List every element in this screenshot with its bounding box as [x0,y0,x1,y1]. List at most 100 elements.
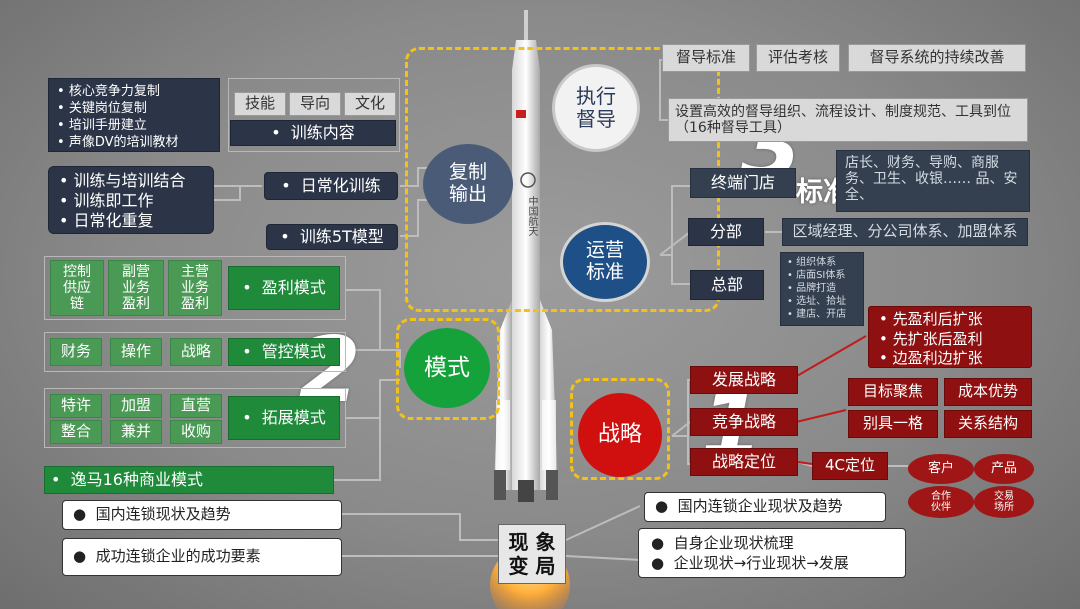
domestic-trend-right-label: 国内连锁企业现状及趋势 [677,497,843,516]
mode-circle[interactable]: 模式 [404,328,490,408]
center-title-line2: 变 局 [508,554,556,578]
center-title-line1: 现 象 [508,530,556,554]
core-item: 关键岗位复制 [57,101,211,118]
ops-standard-circle[interactable]: 运营 标准 [560,222,650,302]
expand-cell: 整合 [50,420,102,444]
daily-training[interactable]: • 日常化训练 [264,172,398,200]
dev-item: 边盈利边扩张 [879,349,1021,369]
mode-frame [396,318,500,420]
branch[interactable]: 分部 [688,218,764,246]
terminal-detail: 店长、财务、导购、商服务、卫生、收银…… 品、安全、 [836,150,1030,212]
dev-item: 先扩张后盈利 [879,330,1021,350]
branch-detail: 区域经理、分公司体系、加盟体系 [782,218,1028,246]
dev-strategy-list: 先盈利后扩张 先扩张后盈利 边盈利边扩张 [868,306,1032,368]
control-cell: 战略 [170,338,222,366]
daily-item: 日常化重复 [59,211,203,231]
control-cell: 财务 [50,338,102,366]
headquarters[interactable]: 总部 [690,270,764,300]
bullet-dot: ● [73,547,96,566]
domestic-trend-right[interactable]: ● 国内连锁企业现状及趋势 [644,492,886,522]
terminal-detail-text2: 品、安全、 [845,171,1018,204]
daily-item: 训练即工作 [59,191,203,211]
expand-cell: 兼并 [110,420,162,444]
strategy-frame [570,378,670,480]
bullet-dot: • [51,469,71,489]
c4-partner: 合作 伙伴 [908,486,974,518]
expand-cell: 直营 [170,394,222,418]
bullet-dot: ● [651,554,674,573]
expand-model[interactable]: • 拓展模式 [228,396,340,440]
profit-cell: 副营 业务 盈利 [108,260,164,316]
bullet-dot: • [242,341,262,361]
tab-orientation[interactable]: 导向 [289,92,341,116]
model-5t[interactable]: • 训练5T模型 [266,224,398,250]
daily-item: 训练与培训结合 [59,171,203,191]
dev-item: 先盈利后扩张 [879,310,1021,330]
yima-modes[interactable]: • 逸马16种商业模式 [44,466,334,494]
bullet-dot: • [242,407,262,427]
core-item: 核心竞争力复制 [57,84,211,101]
success-factors-label: 成功连锁企业的成功要素 [95,547,261,566]
bullet-dot: • [280,226,300,246]
compete-cell[interactable]: 关系结构 [944,410,1032,438]
supervise-circle[interactable]: 执行 督导 [552,64,640,152]
control-model-label: 管控模式 [261,341,326,361]
copy-output-circle[interactable]: 复制 输出 [423,144,513,224]
self-review[interactable]: ● 自身企业现状梳理 ● 企业现状→行业现状→发展 [638,528,906,578]
compete-strategy[interactable]: 竞争战略 [690,408,798,436]
core-copy-list: 核心竞争力复制 关键岗位复制 培训手册建立 声像DV的培训教材 [48,78,220,152]
profit-cell: 控制 供应 链 [50,260,104,316]
training-content-frame [228,78,400,152]
self-review-label2: 企业现状→行业现状→发展 [673,554,849,573]
control-cell: 操作 [110,338,162,366]
core-item: 声像DV的培训教材 [57,135,211,152]
supervise-improve[interactable]: 督导系统的持续改善 [848,44,1026,72]
bullet-dot: ● [73,505,96,524]
bullet-dot: ● [655,497,678,516]
core-item: 培训手册建立 [57,118,211,135]
profit-model-label: 盈利模式 [261,277,326,297]
yima-label: 逸马16种商业模式 [70,469,203,489]
compete-cell[interactable]: 目标聚焦 [848,378,938,406]
model-5t-label: 训练5T模型 [299,226,384,246]
domestic-trend-left[interactable]: ● 国内连锁现状及趋势 [62,500,342,530]
profit-model[interactable]: • 盈利模式 [228,266,340,310]
c4-product: 产品 [974,454,1034,484]
tab-culture[interactable]: 文化 [344,92,396,116]
hq-item: 店面SI体系 [787,269,857,282]
evaluation[interactable]: 评估考核 [756,44,840,72]
success-factors[interactable]: ● 成功连锁企业的成功要素 [62,538,342,576]
c4-venue: 交易 场所 [974,486,1034,518]
c4-position[interactable]: 4C定位 [812,452,888,480]
control-model[interactable]: • 管控模式 [228,338,340,366]
center-title: 现 象 变 局 [498,524,566,584]
bullet-dot: ● [651,534,674,552]
self-review-line2: ● 企业现状→行业现状→发展 [651,553,893,573]
self-review-line1: ● 自身企业现状梳理 [651,533,893,553]
dev-strategy[interactable]: 发展战略 [690,366,798,394]
expand-cell: 特许 [50,394,102,418]
strategy-position[interactable]: 战略定位 [690,448,798,476]
compete-cell[interactable]: 成本优势 [944,378,1032,406]
compete-cell[interactable]: 别具一格 [848,410,938,438]
expand-model-label: 拓展模式 [261,407,326,427]
hq-item: 品牌打造 [787,282,857,295]
c4-customer: 客户 [908,454,974,484]
bullet-dot: • [242,277,262,297]
supervise-standard[interactable]: 督导标准 [662,44,750,72]
terminal-store[interactable]: 终端门店 [690,168,796,198]
control-frame [44,332,346,372]
daily-training-label: 日常化训练 [300,175,381,195]
supervise-org[interactable]: 设置高效的督导组织、流程设计、制度规范、工具到位（16种督导工具） [668,98,1028,142]
hq-item: 建店、开店 [787,308,857,321]
training-content[interactable]: • 训练内容 [230,120,396,146]
expand-cell: 收购 [170,420,222,444]
tab-skill[interactable]: 技能 [234,92,286,116]
profit-frame [44,256,346,320]
strategy-circle[interactable]: 战略 [578,393,662,477]
profit-cell: 主营 业务 盈利 [168,260,222,316]
hq-list: 组织体系 店面SI体系 品牌打造 选址、拾址 建店、开店 [780,252,864,326]
daily-list: 训练与培训结合 训练即工作 日常化重复 [48,166,214,234]
expand-frame [44,388,346,448]
